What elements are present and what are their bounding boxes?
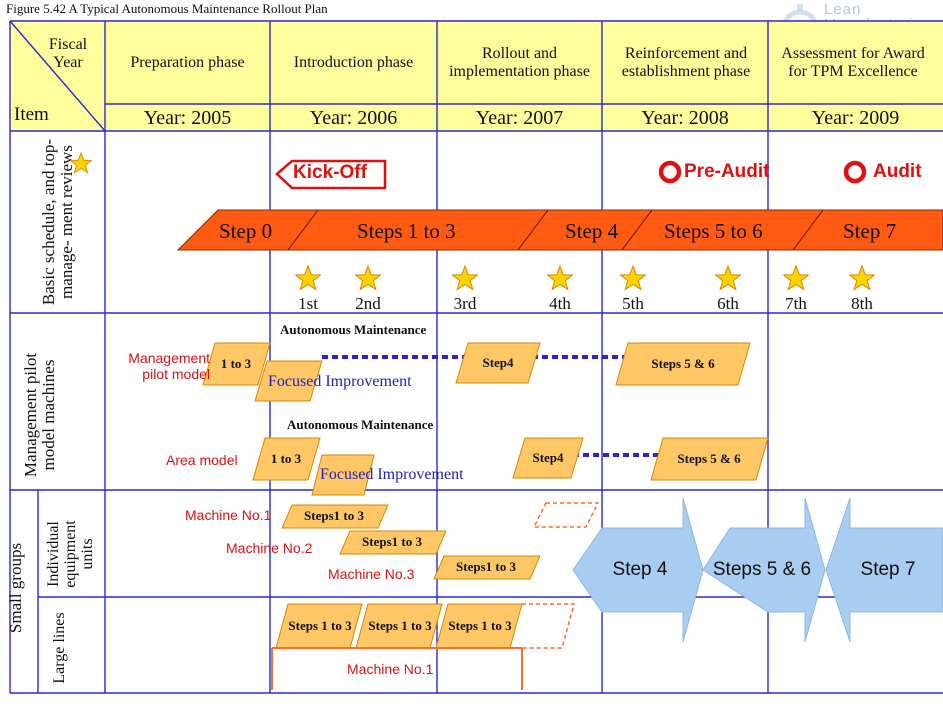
review-label: 6th bbox=[717, 294, 739, 313]
year-header: Year: 2007 bbox=[475, 106, 564, 129]
area-steps-5-6: Steps 5 & 6 bbox=[677, 450, 741, 466]
phase-header: Reinforcement and establishment phase bbox=[621, 44, 751, 80]
am-label-mgmt: Autonomous Maintenance bbox=[280, 322, 427, 337]
machine-no1-label: Machine No.1 bbox=[185, 507, 272, 523]
large-line-machine-label: Machine No.1 bbox=[347, 661, 434, 677]
phase-header: Assessment for Award for TPM Excellence bbox=[781, 44, 925, 80]
machine-no3-label: Machine No.3 bbox=[328, 566, 415, 582]
year-header: Year: 2009 bbox=[811, 106, 900, 129]
area-step-4: Step4 bbox=[532, 449, 564, 465]
mgmt-step-4: Step4 bbox=[482, 354, 514, 370]
review-label: 8th bbox=[851, 294, 873, 313]
machine-no2-label: Machine No.2 bbox=[226, 540, 313, 556]
review-star-icon bbox=[619, 264, 647, 296]
machine-no2-steps: Steps1 to 3 bbox=[362, 534, 422, 550]
year-header: Year: 2005 bbox=[143, 106, 232, 129]
pre-audit-label: Pre-Audit bbox=[684, 161, 770, 182]
review-label: 3rd bbox=[453, 294, 477, 313]
machine-no3-steps: Steps1 to 3 bbox=[456, 559, 516, 575]
review-label: 2nd bbox=[355, 294, 381, 313]
arrow-step-4: Step 4 bbox=[612, 559, 668, 580]
area-model-label: Area model bbox=[166, 452, 238, 468]
band-step-4: Step 4 bbox=[565, 219, 619, 243]
large-line-steps-2: Steps 1 to 3 bbox=[368, 617, 432, 633]
am-label-area: Autonomous Maintenance bbox=[287, 417, 434, 432]
band-steps-1-3: Steps 1 to 3 bbox=[357, 219, 456, 243]
arrow-steps-5-6: Steps 5 & 6 bbox=[712, 559, 812, 580]
area-steps-1-3: 1 to 3 bbox=[270, 450, 302, 466]
review-label: 7th bbox=[785, 294, 807, 313]
phase-header: Preparation phase bbox=[130, 53, 245, 71]
year-header: Year: 2008 bbox=[641, 106, 729, 129]
kickoff-label: Kick-Off bbox=[293, 162, 367, 183]
mgmt-steps-5-6: Steps 5 & 6 bbox=[651, 355, 715, 371]
phase-header: Rollout and implementation phase bbox=[449, 44, 590, 80]
review-star-icon bbox=[714, 264, 742, 296]
large-line-steps-1: Steps 1 to 3 bbox=[288, 617, 352, 633]
focused-improvement-label: Focused Improvement bbox=[268, 373, 412, 390]
band-step-0: Step 0 bbox=[219, 219, 273, 243]
band-steps-5-6: Steps 5 to 6 bbox=[664, 219, 763, 243]
audit-label: Audit bbox=[873, 161, 922, 182]
review-star-icon bbox=[451, 264, 479, 296]
phase-header: Introduction phase bbox=[293, 53, 414, 71]
header-item: Item bbox=[14, 104, 49, 125]
review-star-icon bbox=[546, 264, 574, 296]
figure-title: Figure 5.42 A Typical Autonomous Mainten… bbox=[6, 1, 328, 16]
star-icon bbox=[69, 151, 93, 179]
large-line-steps-3: Steps 1 to 3 bbox=[448, 617, 512, 633]
focused-improvement-label-area: Focused Improvement bbox=[320, 466, 464, 483]
machine-no1-steps: Steps1 to 3 bbox=[304, 508, 364, 524]
year-header: Year: 2006 bbox=[309, 106, 398, 129]
review-star-icon bbox=[848, 264, 876, 296]
review-star-icon bbox=[294, 264, 322, 296]
review-star-icon bbox=[782, 264, 810, 296]
management-pilot-model-label: Management pilot model bbox=[128, 350, 210, 382]
review-star-icon bbox=[354, 264, 382, 296]
review-label: 4th bbox=[549, 294, 571, 313]
mgmt-steps-1-3: 1 to 3 bbox=[220, 355, 252, 371]
review-label: 1st bbox=[298, 294, 318, 313]
header-fiscal-year: Fiscal Year bbox=[48, 35, 88, 71]
band-step-7: Step 7 bbox=[843, 219, 897, 243]
arrow-step-7: Step 7 bbox=[860, 559, 916, 580]
review-label: 5th bbox=[622, 294, 644, 313]
